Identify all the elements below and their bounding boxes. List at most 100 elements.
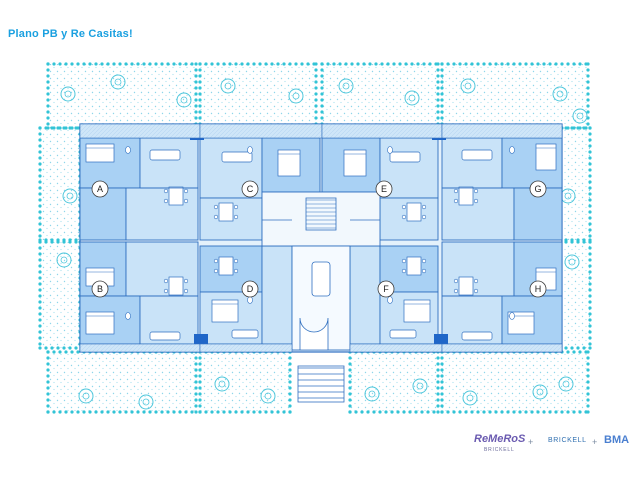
hedge-dot — [372, 410, 376, 414]
hedge-dot — [588, 270, 592, 274]
dining-table — [218, 256, 234, 276]
room — [125, 187, 199, 241]
hedge-dot — [142, 62, 146, 66]
bed — [211, 299, 239, 323]
hedge-dot — [470, 410, 474, 414]
hedge-dot — [588, 252, 592, 256]
hedge-dot — [198, 410, 202, 414]
hedge-dot — [348, 380, 352, 384]
hedge-dot — [586, 386, 590, 390]
hedge-dot — [586, 68, 590, 72]
hedge-dot — [46, 116, 50, 120]
hedge-dot — [530, 410, 534, 414]
hedge-dot — [586, 104, 590, 108]
hedge-dot — [464, 62, 468, 66]
hedge-dot — [38, 270, 42, 274]
bed — [85, 311, 115, 335]
dining-table — [406, 202, 422, 222]
hedge-dot — [582, 240, 586, 244]
lobby-planter — [311, 261, 331, 297]
tree-symbol — [460, 78, 476, 94]
chair — [183, 288, 189, 294]
tree-symbol — [78, 388, 94, 404]
hedge-dot — [76, 410, 80, 414]
hedge-dot — [64, 62, 68, 66]
hedge-dot — [588, 168, 592, 172]
hedge-dot — [436, 80, 440, 84]
hedge-dot — [320, 110, 324, 114]
hedge-dot — [228, 62, 232, 66]
hedge-dot — [586, 398, 590, 402]
hedge-dot — [288, 392, 292, 396]
hedge-dot — [494, 410, 498, 414]
hedge-dot — [582, 126, 586, 130]
hedge-dot — [198, 116, 202, 120]
page-title: Plano PB y Re Casitas! — [8, 28, 133, 40]
hedge-dot — [198, 362, 202, 366]
hedge-dot — [252, 410, 256, 414]
tree-symbol — [552, 86, 568, 102]
hedge-dot — [234, 62, 238, 66]
hedge-dot — [288, 410, 292, 414]
tree-symbol — [288, 88, 304, 104]
hedge-dot — [350, 62, 354, 66]
hedge-dot — [38, 156, 42, 160]
chair — [213, 268, 219, 274]
hedge-dot — [70, 62, 74, 66]
hedge-dot — [314, 110, 318, 114]
hedge-dot — [588, 288, 592, 292]
hedge-dot — [588, 312, 592, 316]
tree-symbol — [220, 78, 236, 94]
hedge-dot — [566, 62, 570, 66]
hedge-dot — [440, 104, 444, 108]
toilet — [125, 146, 131, 154]
hedge-dot — [190, 62, 194, 66]
tree-symbol-core — [82, 392, 90, 400]
hedge-dot — [440, 404, 444, 408]
hedge-dot — [234, 410, 238, 414]
hedge-dot — [586, 92, 590, 96]
hedge-dot — [436, 86, 440, 90]
hedge-dot — [436, 398, 440, 402]
hedge-dot — [142, 410, 146, 414]
hedge-dot — [530, 62, 534, 66]
hedge-dot — [198, 86, 202, 90]
hedge-dot — [300, 62, 304, 66]
hedge-dot — [194, 110, 198, 114]
tree-symbol — [338, 78, 354, 94]
hedge-dot — [38, 216, 42, 220]
hedge-dot — [440, 392, 444, 396]
hedge-dot — [194, 398, 198, 402]
chair — [183, 188, 189, 194]
hedge-dot — [288, 404, 292, 408]
hedge-dot — [320, 98, 324, 102]
hedge-dot — [136, 410, 140, 414]
chair — [421, 258, 427, 264]
hedge-dot — [148, 62, 152, 66]
hedge-dot — [44, 346, 48, 350]
hedge-dot — [46, 110, 50, 114]
hedge-dot — [436, 392, 440, 396]
hedge-dot — [46, 368, 50, 372]
tree-symbol-core — [60, 256, 68, 264]
tree-symbol-core — [142, 398, 150, 406]
hedge-dot — [586, 74, 590, 78]
hedge-dot — [38, 174, 42, 178]
unit-label-h: H — [535, 284, 542, 294]
hedge-dot — [46, 74, 50, 78]
hedge-dot — [198, 380, 202, 384]
hedge-dot — [94, 410, 98, 414]
dining-table — [458, 186, 474, 206]
tree-symbol-core — [264, 392, 272, 400]
hedge-dot — [440, 92, 444, 96]
hedge-dot — [222, 410, 226, 414]
unit-label-g: G — [534, 184, 541, 194]
sofa — [389, 151, 421, 163]
hedge-dot — [560, 62, 564, 66]
hedge-dot — [106, 62, 110, 66]
hedge-dot — [62, 240, 66, 244]
hedge-dot — [436, 92, 440, 96]
hedge-dot — [194, 62, 198, 66]
chair — [401, 258, 407, 264]
hedge-dot — [458, 410, 462, 414]
